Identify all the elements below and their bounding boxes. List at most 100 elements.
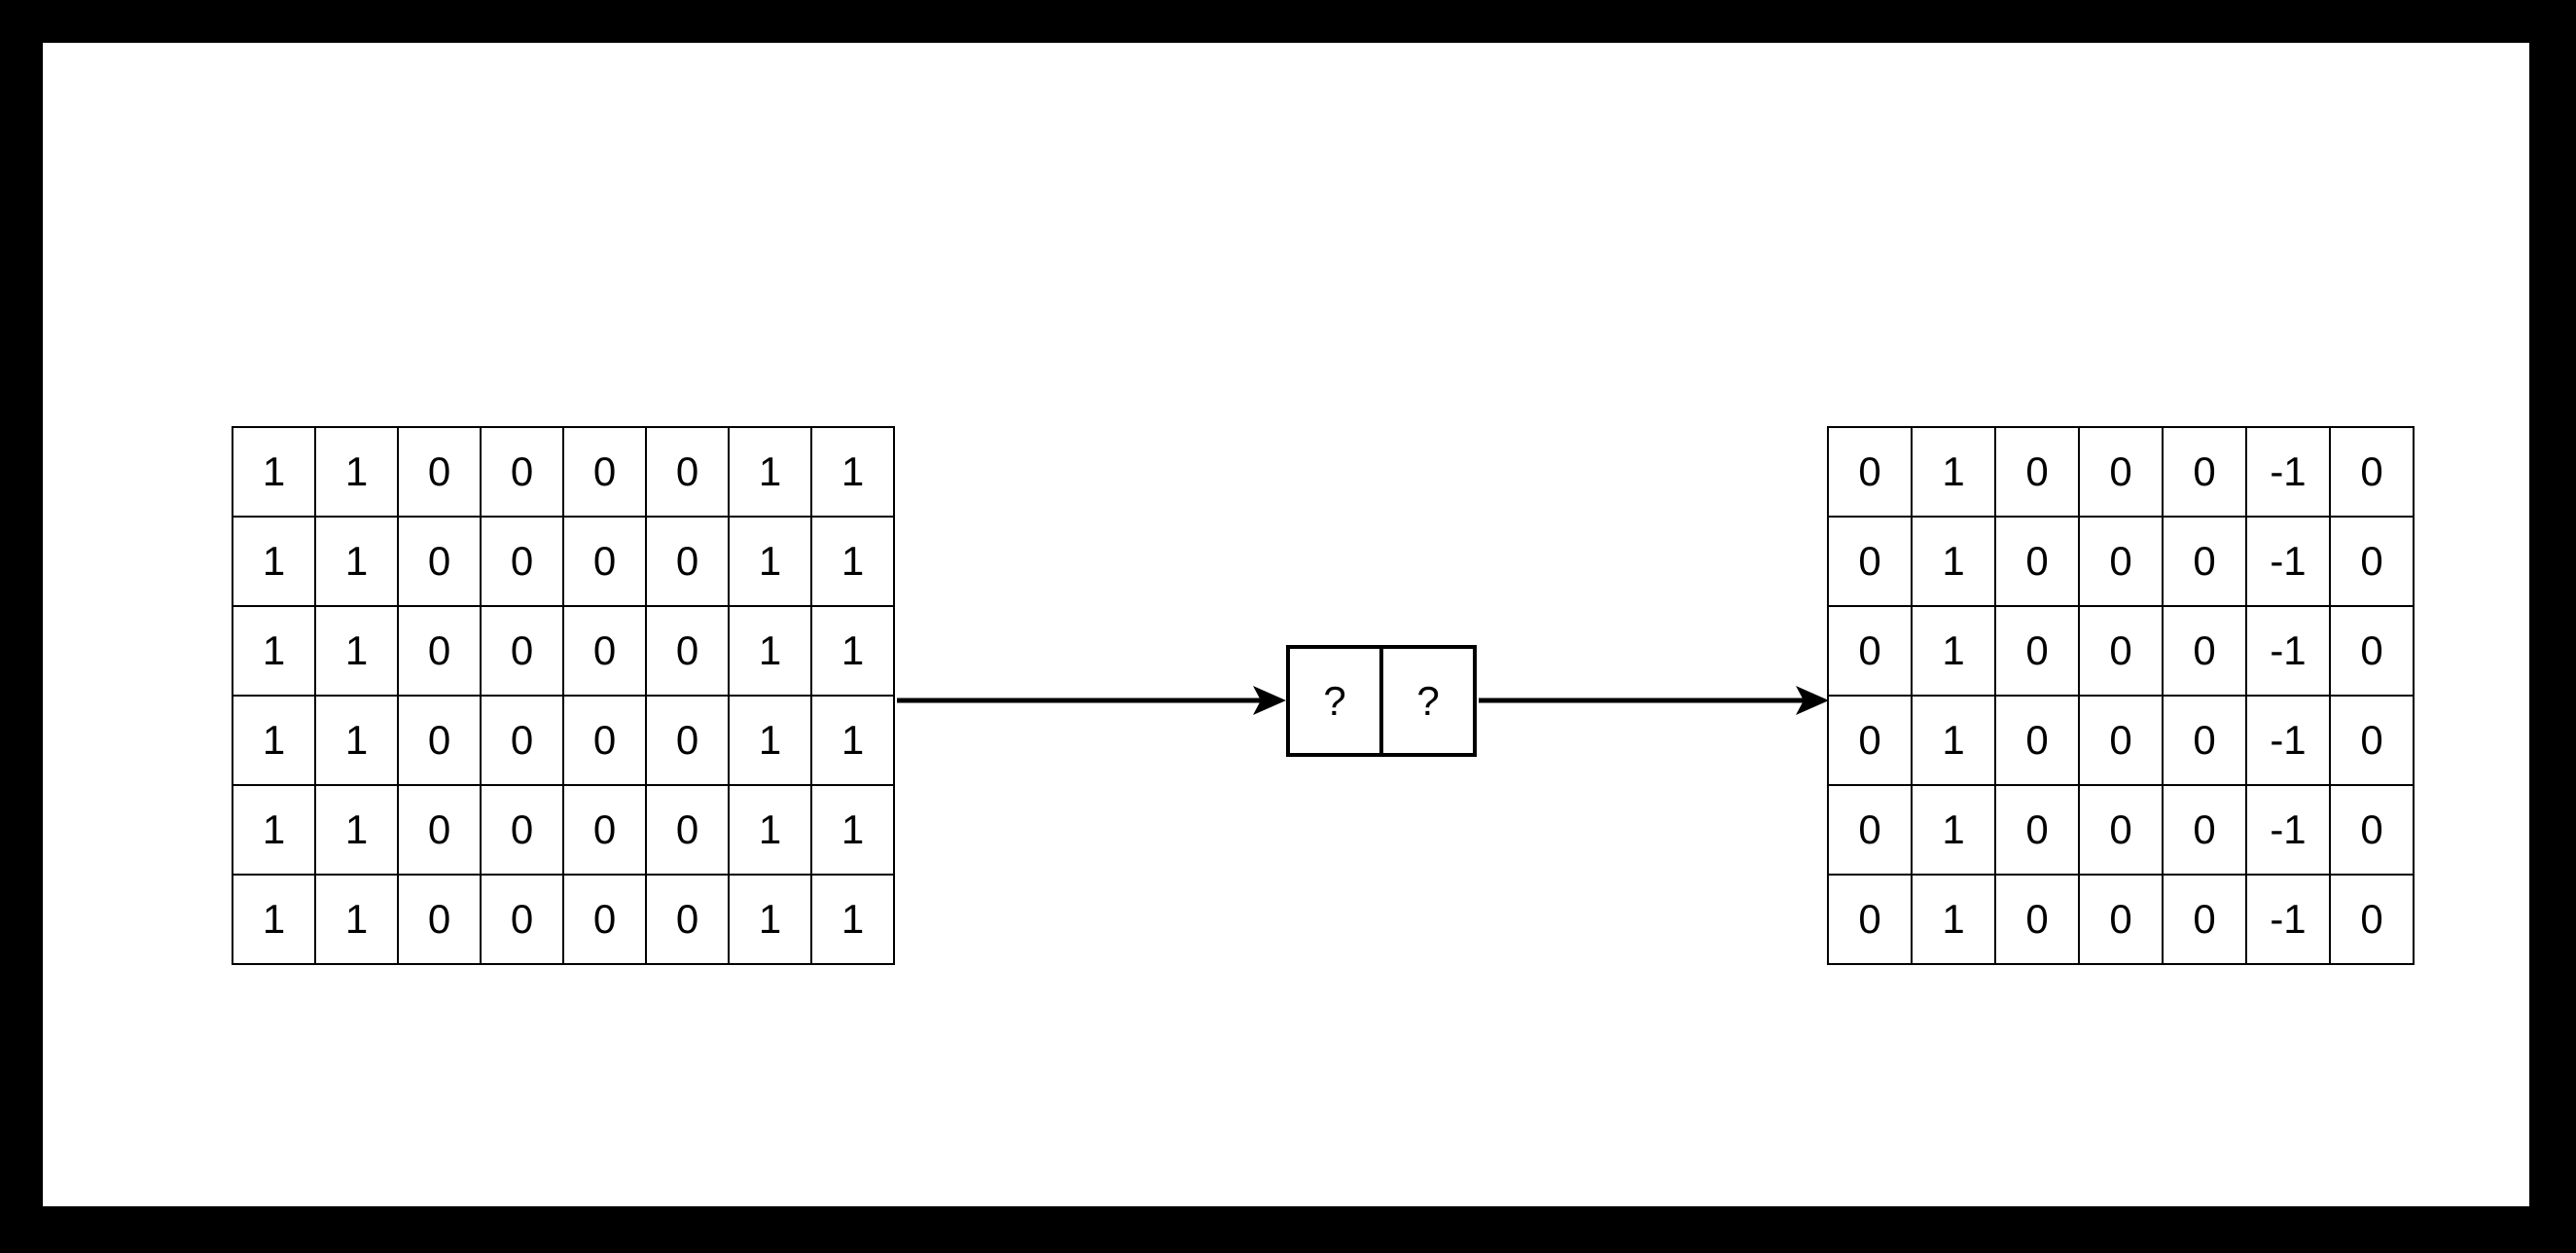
output-matrix-cell: 0: [2078, 784, 2164, 876]
input-matrix-cell: 0: [397, 695, 482, 786]
output-matrix-cell: 0: [1994, 426, 2080, 518]
input-matrix-cell: 1: [728, 695, 812, 786]
input-matrix-cell: 0: [397, 605, 482, 697]
output-matrix-cell: 1: [1911, 695, 1996, 786]
input-matrix-cell: 1: [810, 516, 895, 607]
output-matrix-cell: 0: [2162, 426, 2247, 518]
output-matrix-cell: 0: [1994, 784, 2080, 876]
output-matrix-cell: 0: [2162, 784, 2247, 876]
output-matrix-cell: -1: [2245, 516, 2331, 607]
input-matrix-cell: 1: [232, 695, 316, 786]
input-matrix-cell: 1: [728, 874, 812, 965]
input-matrix-cell: 1: [810, 426, 895, 518]
output-matrix-cell: 0: [2162, 695, 2247, 786]
output-matrix-cell: 0: [2329, 695, 2415, 786]
output-matrix-cell: 0: [2078, 874, 2164, 965]
output-matrix-cell: -1: [2245, 874, 2331, 965]
input-matrix-cell: 0: [480, 784, 564, 876]
unknown-kernel-box: ??: [1286, 645, 1477, 757]
output-matrix-cell: 0: [1827, 695, 1913, 786]
output-matrix-cell: 1: [1911, 426, 1996, 518]
arrow-kernel-to-output: [1479, 686, 1829, 715]
output-matrix-cell: -1: [2245, 605, 2331, 697]
output-matrix-cell: 0: [2162, 874, 2247, 965]
input-matrix-cell: 1: [314, 784, 399, 876]
input-matrix-cell: 0: [397, 516, 482, 607]
input-matrix-cell: 1: [728, 605, 812, 697]
output-matrix-cell: 0: [2329, 874, 2415, 965]
input-matrix-cell: 0: [562, 874, 647, 965]
input-matrix-cell: 1: [810, 695, 895, 786]
output-matrix-cell: 0: [2078, 605, 2164, 697]
input-matrix-cell: 0: [562, 784, 647, 876]
input-matrix-cell: 0: [645, 695, 730, 786]
input-matrix-cell: 1: [314, 516, 399, 607]
input-matrix-cell: 1: [810, 605, 895, 697]
input-matrix-cell: 1: [314, 605, 399, 697]
input-matrix-cell: 0: [480, 605, 564, 697]
output-matrix-cell: -1: [2245, 784, 2331, 876]
output-matrix-cell: 0: [1827, 516, 1913, 607]
input-matrix-cell: 0: [645, 784, 730, 876]
output-matrix-cell: 0: [1827, 426, 1913, 518]
input-matrix-cell: 0: [645, 426, 730, 518]
input-matrix-cell: 1: [232, 784, 316, 876]
input-matrix-cell: 1: [728, 516, 812, 607]
output-matrix-cell: 0: [2329, 426, 2415, 518]
output-matrix-cell: 0: [2078, 426, 2164, 518]
input-matrix-cell: 1: [314, 874, 399, 965]
input-matrix-cell: 1: [728, 784, 812, 876]
output-matrix-cell: 0: [1994, 605, 2080, 697]
output-matrix-cell: 0: [2329, 784, 2415, 876]
input-matrix-cell: 0: [645, 605, 730, 697]
input-matrix-cell: 1: [232, 605, 316, 697]
input-matrix-cell: 0: [397, 784, 482, 876]
kernel-cell-unknown: ?: [1379, 645, 1477, 757]
output-matrix-cell: 0: [2329, 605, 2415, 697]
output-matrix-cell: 0: [1994, 516, 2080, 607]
input-matrix-cell: 0: [562, 695, 647, 786]
input-matrix-cell: 1: [232, 426, 316, 518]
input-matrix-cell: 1: [728, 426, 812, 518]
kernel-cell-unknown: ?: [1286, 645, 1383, 757]
input-matrix-cell: 1: [810, 874, 895, 965]
output-matrix-cell: 0: [2078, 695, 2164, 786]
input-matrix-cell: 1: [232, 516, 316, 607]
input-matrix-cell: 0: [480, 426, 564, 518]
arrow-input-to-kernel: [897, 686, 1286, 715]
input-matrix-cell: 1: [314, 695, 399, 786]
output-matrix-cell: 0: [2162, 516, 2247, 607]
output-matrix-cell: 0: [1827, 605, 1913, 697]
input-matrix-cell: 1: [232, 874, 316, 965]
output-matrix-cell: 1: [1911, 874, 1996, 965]
output-matrix-cell: 0: [2078, 516, 2164, 607]
output-matrix-cell: 1: [1911, 605, 1996, 697]
input-matrix-cell: 0: [562, 516, 647, 607]
input-matrix-cell: 0: [562, 605, 647, 697]
input-matrix-cell: 1: [314, 426, 399, 518]
input-matrix-cell: 0: [397, 426, 482, 518]
input-matrix-cell: 0: [562, 426, 647, 518]
input-matrix-cell: 0: [397, 874, 482, 965]
output-matrix-cell: 0: [1827, 874, 1913, 965]
input-matrix-cell: 0: [645, 516, 730, 607]
output-matrix-cell: 0: [1994, 874, 2080, 965]
output-matrix-cell: 0: [1827, 784, 1913, 876]
output-matrix-cell: -1: [2245, 695, 2331, 786]
input-matrix-cell: 0: [480, 516, 564, 607]
input-matrix-cell: 0: [480, 695, 564, 786]
